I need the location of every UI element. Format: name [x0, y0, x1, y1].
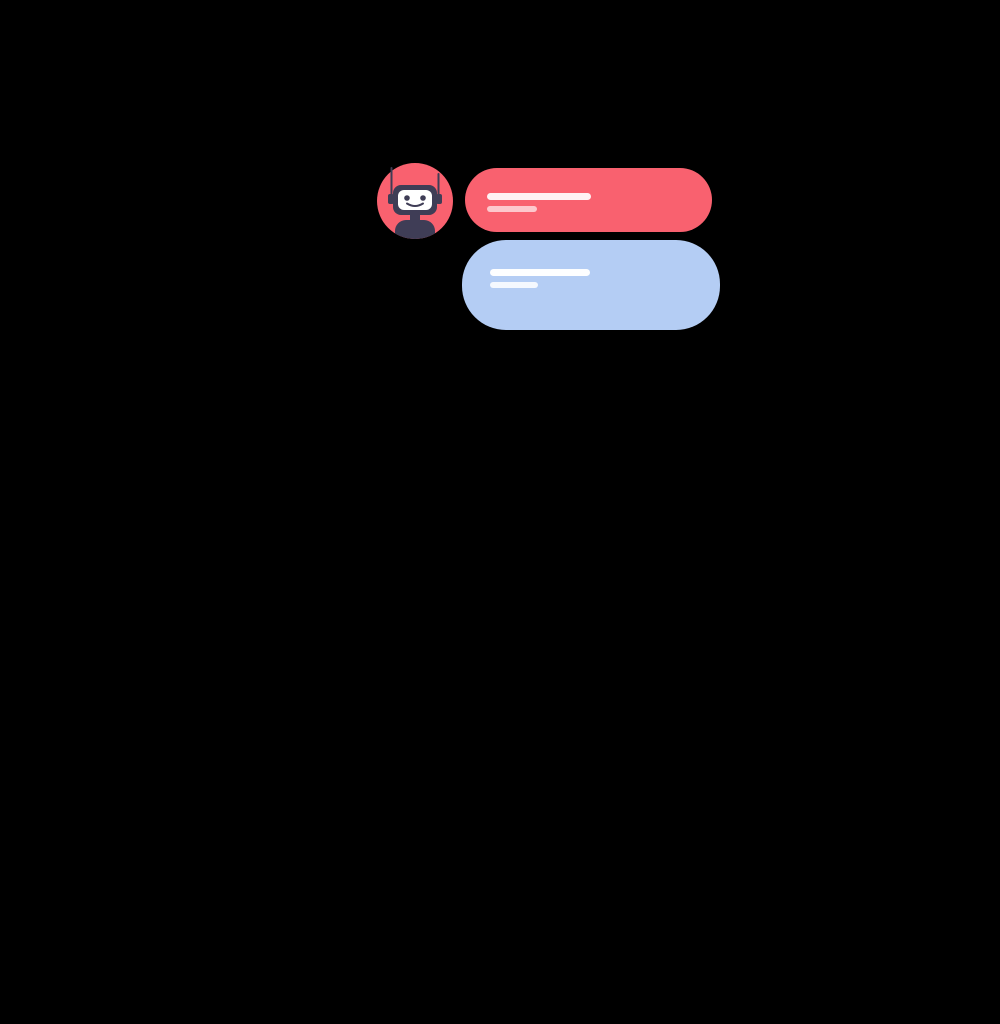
robot-eye-left	[404, 195, 410, 201]
placeholder-text-line	[490, 282, 538, 288]
robot-smile	[406, 202, 424, 207]
placeholder-text-line	[487, 206, 537, 212]
chat-bubble-bot	[465, 168, 712, 232]
chat-bubble-reply	[462, 240, 720, 330]
robot-neck	[410, 214, 420, 221]
robot-face	[398, 190, 432, 210]
robot-ear-left	[388, 194, 394, 204]
robot-eye-right	[420, 195, 426, 201]
robot-body	[395, 220, 435, 239]
placeholder-text-line	[487, 193, 591, 200]
robot-ear-right	[436, 194, 442, 204]
bot-avatar	[377, 163, 453, 239]
placeholder-text-line	[490, 269, 590, 276]
robot-icon	[377, 163, 453, 239]
